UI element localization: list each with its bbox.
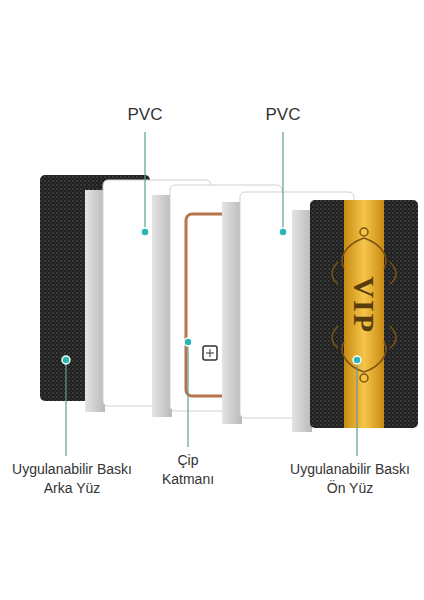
callout-dots — [62, 228, 361, 364]
card-print-text: VIP — [344, 276, 385, 334]
layer-label: PVC — [115, 104, 175, 127]
layer-label: Uygulanabilir Baskı Ön Yüz — [282, 460, 418, 498]
front-print-layer — [292, 200, 418, 432]
layer-label: Çip Katmanı — [152, 451, 224, 489]
layer-label: PVC — [253, 104, 313, 127]
chip-symbol — [203, 346, 217, 360]
ornament — [332, 228, 396, 382]
layer-label: Uygulanabilir Baskı Arka Yüz — [4, 460, 140, 498]
leader-lines — [66, 132, 357, 456]
